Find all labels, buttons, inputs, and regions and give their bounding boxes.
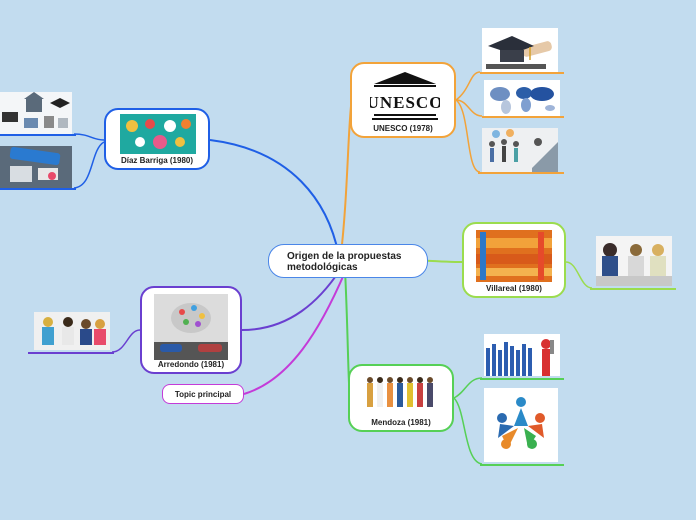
topic-arredondo[interactable]: Arredondo (1981) (140, 286, 242, 374)
professionals-group-image (364, 372, 440, 416)
teamwork-image[interactable] (484, 388, 558, 462)
connector-arredondo (241, 269, 341, 331)
classroom-tech-image[interactable] (0, 146, 72, 188)
svg-text:UNESCO: UNESCO (370, 93, 440, 112)
students-studying-image[interactable] (596, 236, 672, 286)
connector-principal (243, 271, 346, 395)
education-tech-collage-image (120, 114, 196, 154)
central-topic[interactable]: Origen de la propuestas metodológicas (268, 244, 428, 278)
topic-diaz-barriga-label: Díaz Barriga (1980) (120, 156, 194, 165)
group-meeting-image[interactable] (34, 312, 110, 350)
brain-students-image (154, 294, 228, 360)
topic-mendoza-label: Mendoza (1981) (371, 418, 431, 427)
education-icons-image[interactable] (0, 92, 72, 134)
topic-unesco[interactable]: UNESCO UNESCO (1978) (350, 62, 456, 138)
topic-diaz-barriga[interactable]: Díaz Barriga (1980) (104, 108, 210, 170)
unesco-logo-icon: UNESCO (367, 70, 442, 122)
central-topic-label: Origen de la propuestas metodológicas (287, 251, 402, 273)
crayons-image (476, 230, 552, 282)
crowd-image[interactable] (484, 334, 560, 376)
connector-diaz (209, 139, 341, 263)
people-presentation-image[interactable] (482, 128, 558, 172)
topic-arredondo-label: Arredondo (1981) (157, 360, 225, 369)
topic-villareal-label: Villareal (1980) (486, 284, 542, 293)
topic-principal[interactable]: Topic principal (162, 384, 244, 404)
topic-unesco-label: UNESCO (1978) (373, 124, 433, 133)
graduation-cap-diploma-image[interactable] (482, 28, 558, 72)
world-map-image[interactable] (484, 80, 560, 116)
topic-villareal[interactable]: Villareal (1980) (462, 222, 566, 298)
topic-mendoza[interactable]: Mendoza (1981) (348, 364, 454, 432)
topic-principal-label: Topic principal (174, 390, 232, 399)
